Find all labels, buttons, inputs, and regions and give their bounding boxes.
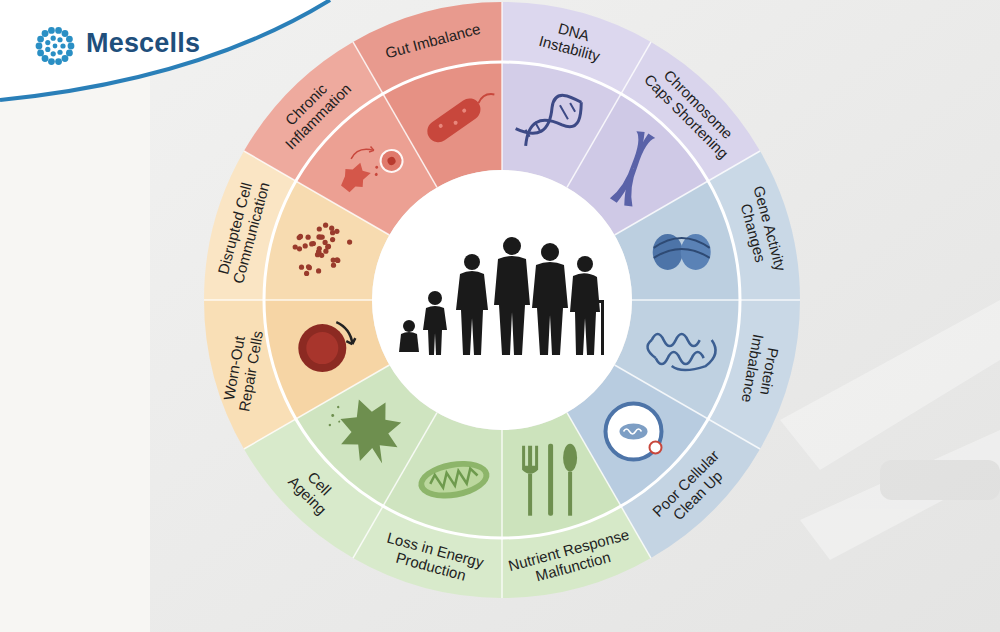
segment-title: Gene Activity Changes [728,163,794,297]
segment-label: DNA Instability [521,13,621,70]
segment-label: Worn-Out Repair Cells [218,317,268,421]
segment-divider [204,299,372,301]
segment-title: Protein Imbalance [736,320,786,419]
segment-label: Gene Activity Changes [728,163,794,297]
people-silhouettes [399,237,604,355]
segment-icon [522,444,577,516]
segment-title: Disrupted Cell Communication [211,166,276,295]
segment-icon [293,223,353,276]
segment-label: Chronic Inflammation [260,58,365,163]
segment-label: Chromosome Caps Shortening [634,53,748,167]
logo-ground [0,0,330,100]
segment-icons [293,84,716,516]
segment-label: Loss in Energy Production [364,526,500,593]
segment-label: Gut Imbalance [358,14,507,69]
segment-title: DNA Instability [521,13,621,70]
segment-label: Protein Imbalance [736,320,786,419]
segment-title: Worn-Out Repair Cells [218,317,268,421]
segment-icon [648,334,716,370]
logo-swoosh [0,0,330,100]
segment-title: Loss in Energy Production [364,526,500,593]
segment-title: Nutrient Response Malfunction [495,523,649,594]
segment-icon [609,129,658,209]
segment-title: Chromosome Caps Shortening [634,53,748,167]
segment-divider [501,430,503,598]
segment-title: Gut Imbalance [358,14,507,69]
segment-icon [298,322,355,372]
segment-title: Cell Ageing [279,456,347,524]
segment-label: Nutrient Response Malfunction [495,523,649,594]
wheel [204,2,800,598]
segment-divider [632,299,800,301]
segment-icon [415,456,492,504]
segment-icon [423,84,500,147]
logo-icon [36,27,75,65]
segment-divider [501,2,503,170]
faint-background-device [780,300,1000,560]
segment-label: Poor Cellular Clean Up [640,438,743,541]
segment-title: Chronic Inflammation [260,58,365,163]
segment-title: Poor Cellular Clean Up [640,438,743,541]
segment-icon [512,88,589,152]
segment-icon [653,234,711,270]
segment-icon [606,404,662,460]
segment-divider [353,42,437,187]
center-disc [372,170,632,430]
logo-wordmark: Mescells [86,28,200,59]
segment-icon [330,133,407,199]
segment-label: Cell Ageing [279,456,347,524]
segment-icon [324,387,413,476]
segment-label: Disrupted Cell Communication [211,166,276,295]
backdrop-panel [150,0,1000,632]
